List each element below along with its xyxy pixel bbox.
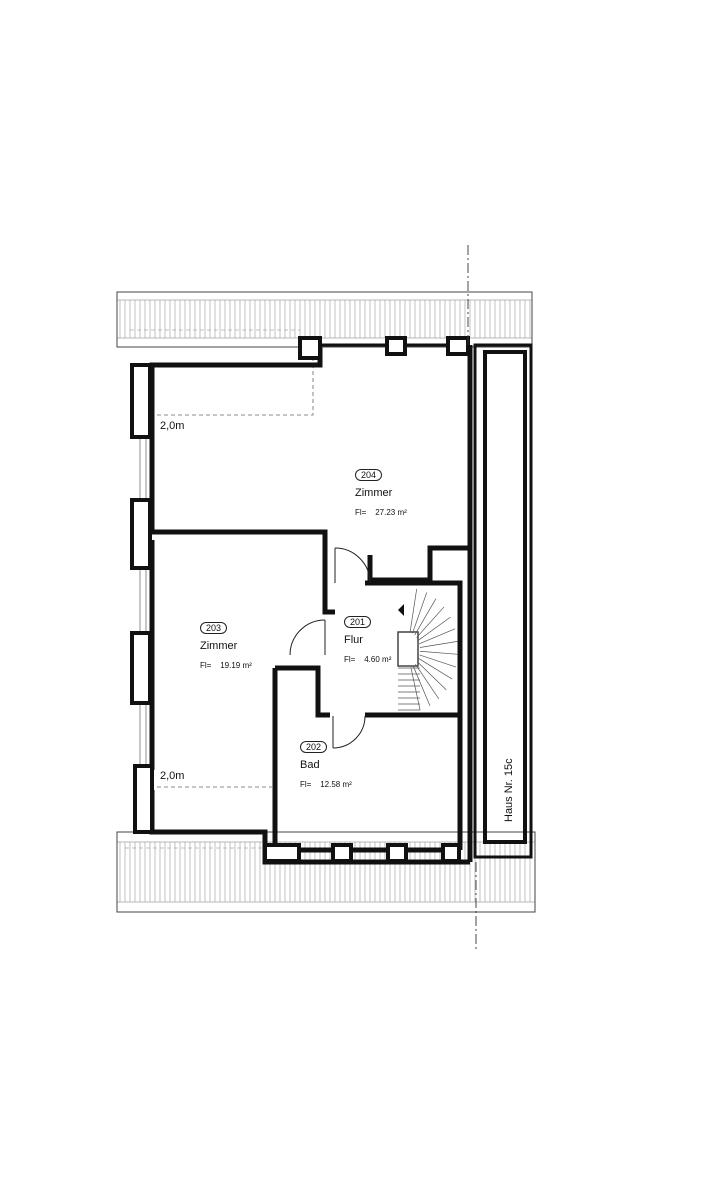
area-prefix-204: Fl= [355,507,367,517]
room-label-202: 202 Bad Fl= 12.58 m² [300,737,352,792]
left-eave-lines [139,365,147,830]
stair-step [419,650,458,655]
room-number-204: 204 [355,469,383,482]
stair-step [417,616,451,641]
stair-step [412,666,431,706]
neighbor-wall [473,343,533,859]
room-name-202: Bad [300,759,320,772]
area-prefix-203: Fl= [200,660,212,670]
room-name-201: Flur [344,634,363,647]
room-name-204: Zimmer [355,487,393,500]
stair-step [412,592,428,634]
stair-step [414,598,437,636]
area-value-202: 12.58 m² [320,779,352,789]
stair-step [415,663,440,700]
area-prefix-202: Fl= [300,779,312,789]
area-prefix-201: Fl= [344,654,356,664]
stair-step [416,661,447,691]
height-line-bottom [125,786,272,849]
room-label-204: 204 Zimmer Fl= 27.23 m² [355,465,407,520]
area-value-203: 19.19 m² [220,660,252,670]
wall-piers [130,336,470,863]
room-number-202: 202 [300,741,328,754]
stair-step [410,667,421,711]
stair-step [419,641,458,648]
stair-step [419,654,457,668]
room-number-203: 203 [200,622,228,635]
property-line [467,245,477,950]
height-label-top: 2,0m [160,420,185,432]
stair-step [416,606,445,638]
door-swings [289,547,371,749]
room-label-201: 201 Flur Fl= 4.60 m² [344,612,391,667]
area-value-201: 4.60 m² [364,654,392,664]
area-value-204: 27.23 m² [375,507,407,517]
stair-step [418,658,453,680]
room-number-201: 201 [344,616,372,629]
staircase [397,588,458,711]
height-label-bottom: 2,0m [160,770,185,782]
height-line-top [130,329,314,416]
roof-hatch-top [116,291,533,348]
stair-step [419,628,456,645]
neighbor-house-label: Haus Nr. 15c [503,758,515,822]
room-label-203: 203 Zimmer Fl= 19.19 m² [200,618,252,673]
stair-step [409,588,418,633]
room-name-203: Zimmer [200,640,238,653]
